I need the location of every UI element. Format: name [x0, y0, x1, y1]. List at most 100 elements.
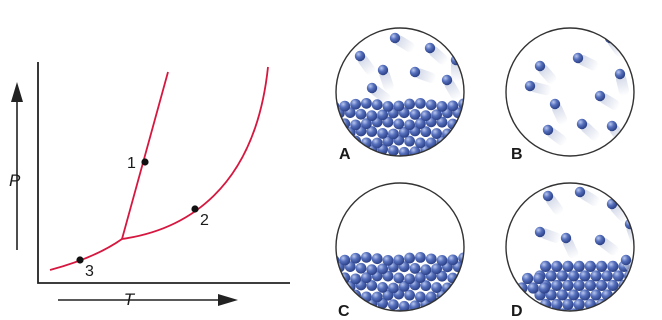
x-axis-label: T	[124, 290, 136, 309]
molecule	[382, 310, 394, 311]
panel-b-label: B	[511, 146, 523, 163]
molecule	[339, 100, 351, 112]
molecule	[562, 298, 574, 311]
molecule	[409, 263, 421, 274]
molecule	[560, 232, 572, 244]
molecule	[533, 272, 545, 285]
molecule	[534, 226, 546, 238]
motion-trail	[529, 82, 552, 96]
vaporization-curve	[121, 66, 269, 240]
molecule	[361, 153, 372, 156]
molecule	[366, 110, 378, 122]
molecule	[612, 308, 625, 311]
molecule	[425, 154, 437, 156]
molecule	[620, 254, 632, 266]
molecule	[371, 308, 383, 311]
molecule	[383, 156, 394, 167]
molecule	[606, 198, 618, 210]
molecule	[534, 60, 546, 72]
molecule	[398, 300, 410, 311]
molecule	[377, 109, 388, 121]
panel-d-circle	[505, 182, 635, 312]
molecule	[590, 270, 602, 282]
molecule	[556, 270, 569, 282]
molecule	[415, 153, 426, 156]
molecule	[425, 99, 437, 111]
molecule	[601, 270, 613, 282]
panel-b-circle	[505, 27, 635, 157]
molecule	[336, 270, 340, 282]
y-axis-arrowhead	[11, 82, 23, 102]
molecule	[420, 264, 432, 276]
molecule	[350, 289, 361, 301]
molecule	[420, 280, 432, 292]
molecule	[629, 298, 634, 311]
molecule	[447, 134, 459, 146]
molecule	[355, 262, 367, 274]
molecule	[404, 135, 415, 147]
molecule	[601, 308, 613, 311]
molecule	[594, 90, 606, 102]
molecule	[404, 119, 415, 131]
y-axis-line	[37, 62, 290, 284]
panel-b: B	[505, 27, 635, 163]
molecule	[371, 137, 383, 149]
molecule	[371, 99, 383, 111]
point-3-label: 3	[85, 263, 94, 280]
molecule	[442, 145, 453, 156]
panel-d-label: D	[511, 303, 523, 320]
molecule	[371, 253, 383, 265]
molecule	[354, 50, 366, 62]
molecule	[545, 308, 557, 311]
molecule	[568, 289, 580, 301]
molecule	[594, 234, 606, 246]
molecule	[584, 260, 597, 272]
molecule	[393, 100, 405, 112]
molecule	[388, 145, 399, 156]
molecule	[388, 282, 399, 294]
molecule	[425, 291, 437, 303]
molecule	[436, 270, 448, 282]
molecule	[431, 263, 442, 275]
sublimation-curve	[49, 238, 123, 271]
y-axis-label: P	[9, 171, 21, 190]
molecule	[388, 128, 399, 140]
point-1-marker	[141, 158, 149, 166]
molecule	[350, 252, 361, 264]
point-2-label: 2	[200, 212, 209, 229]
molecule	[339, 272, 351, 284]
molecule	[425, 308, 437, 311]
panel-c: C	[335, 182, 465, 320]
point-3-marker	[76, 256, 84, 264]
molecule	[524, 80, 536, 92]
molecule	[350, 98, 361, 110]
molecule	[366, 126, 378, 137]
molecule	[573, 260, 585, 272]
molecule	[361, 251, 372, 263]
molecule	[458, 153, 464, 156]
molecule	[415, 251, 426, 263]
panel-a-label: A	[339, 146, 351, 163]
molecule	[336, 282, 345, 294]
molecule	[355, 108, 367, 120]
molecule	[404, 98, 415, 110]
motion-trail	[607, 37, 626, 57]
molecule	[590, 308, 602, 311]
panel-d: D	[505, 182, 635, 320]
molecule	[556, 289, 569, 301]
molecule	[562, 260, 574, 272]
molecule	[409, 66, 421, 78]
molecule	[361, 97, 372, 109]
molecule	[452, 126, 464, 138]
molecule	[607, 260, 619, 272]
molecule	[452, 146, 464, 156]
molecule	[538, 282, 551, 294]
molecule	[436, 101, 448, 112]
motion-trail	[615, 73, 630, 96]
molecule	[425, 137, 437, 149]
molecule	[562, 279, 574, 292]
molecule	[420, 126, 432, 138]
molecule	[339, 254, 351, 266]
x-axis-arrowhead	[218, 294, 238, 306]
molecule	[618, 298, 630, 311]
